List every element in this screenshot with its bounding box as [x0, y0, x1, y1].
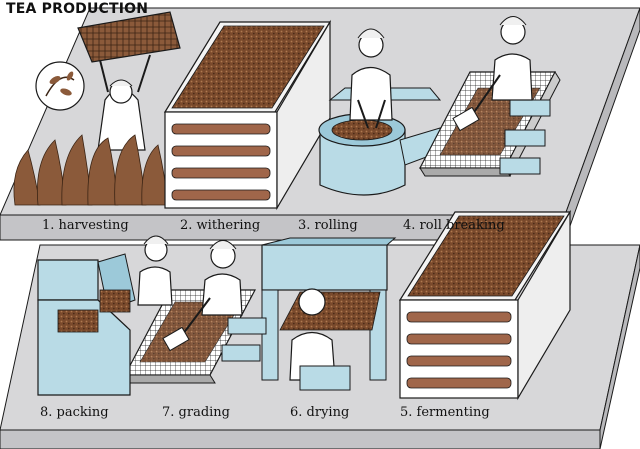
- harvesting-scene: [13, 11, 181, 206]
- roll-breaking-sieve: [419, 16, 561, 178]
- step-label-drying: 6. drying: [290, 405, 350, 420]
- grading-sieve: [124, 240, 267, 384]
- step-label-grading: 7. grading: [162, 405, 230, 420]
- rolling-machine: [318, 28, 446, 196]
- withering-rack: [163, 19, 332, 211]
- packing-station: [37, 235, 173, 396]
- step-label-rolling: 3. rolling: [298, 218, 358, 233]
- fermenting-rack: [398, 209, 572, 401]
- step-label-harvesting: 1. harvesting: [42, 218, 129, 233]
- drying-machine: [261, 237, 397, 391]
- diagram-title: TEA PRODUCTION: [6, 1, 149, 17]
- step-label-fermenting: 5. fermenting: [400, 405, 490, 420]
- step-label-withering: 2. withering: [180, 218, 261, 233]
- step-label-roll-breaking: 4. roll breaking: [403, 218, 505, 233]
- step-label-packing: 8. packing: [40, 405, 109, 420]
